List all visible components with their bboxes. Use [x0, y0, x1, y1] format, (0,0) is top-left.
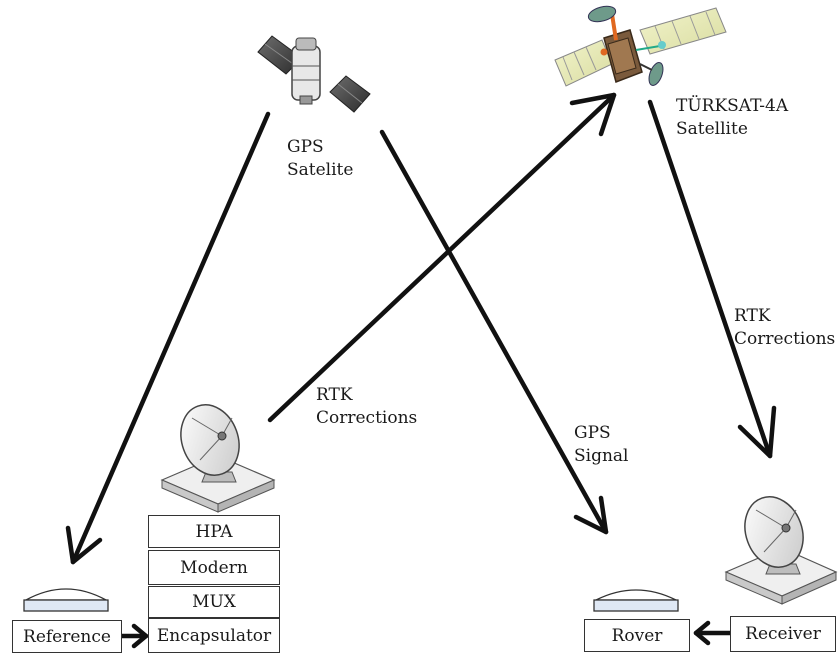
gps-satellite-label-line1: GPS [287, 137, 324, 157]
receiver-box: Receiver [730, 616, 836, 652]
turksat-satellite-label-line2: Satellite [676, 119, 748, 139]
arrow-turksat-to-receiver [647, 99, 777, 459]
rtk-corrections-uplink-label: RTK Corrections [316, 384, 417, 430]
satellite-dish-icon [160, 404, 276, 513]
mux-box: MUX [148, 586, 280, 618]
turksat-satellite-icon [554, 5, 727, 87]
arrow-uplink-to-turksat [267, 92, 617, 423]
rover-box: Rover [584, 619, 690, 652]
rtk-corrections-uplink-label-line1: RTK [316, 385, 353, 405]
rtk-corrections-downlink-label: RTK Corrections [734, 305, 835, 351]
arrow-gps-to-rover [379, 129, 609, 535]
gps-satellite-label: GPS Satelite [287, 136, 353, 182]
rtk-corrections-downlink-label-line1: RTK [734, 306, 771, 326]
gps-signal-label-line2: Signal [574, 446, 629, 466]
hpa-box: HPA [148, 515, 280, 548]
gps-signal-label: GPS Signal [574, 422, 629, 468]
gnss-antenna-icon [593, 589, 679, 612]
gnss-antenna-icon [23, 588, 109, 612]
modem-box: Modern [148, 550, 280, 585]
gps-satellite-label-line2: Satelite [287, 160, 354, 180]
encapsulator-box: Encapsulator [148, 618, 280, 653]
gps-satellite-icon [257, 35, 371, 113]
gps-signal-label-line1: GPS [574, 423, 611, 443]
rtk-corrections-uplink-label-line2: Corrections [316, 408, 418, 428]
arrow-reference-to-encapsulator [117, 623, 149, 649]
reference-box: Reference [12, 620, 122, 653]
satellite-dish-icon [724, 496, 838, 605]
rtk-corrections-downlink-label-line2: Corrections [734, 329, 836, 349]
arrow-gps-to-reference [65, 111, 271, 565]
turksat-satellite-label-line1: TÜRKSAT-4A [676, 96, 789, 116]
turksat-satellite-label: TÜRKSAT-4A Satellite [676, 95, 788, 141]
